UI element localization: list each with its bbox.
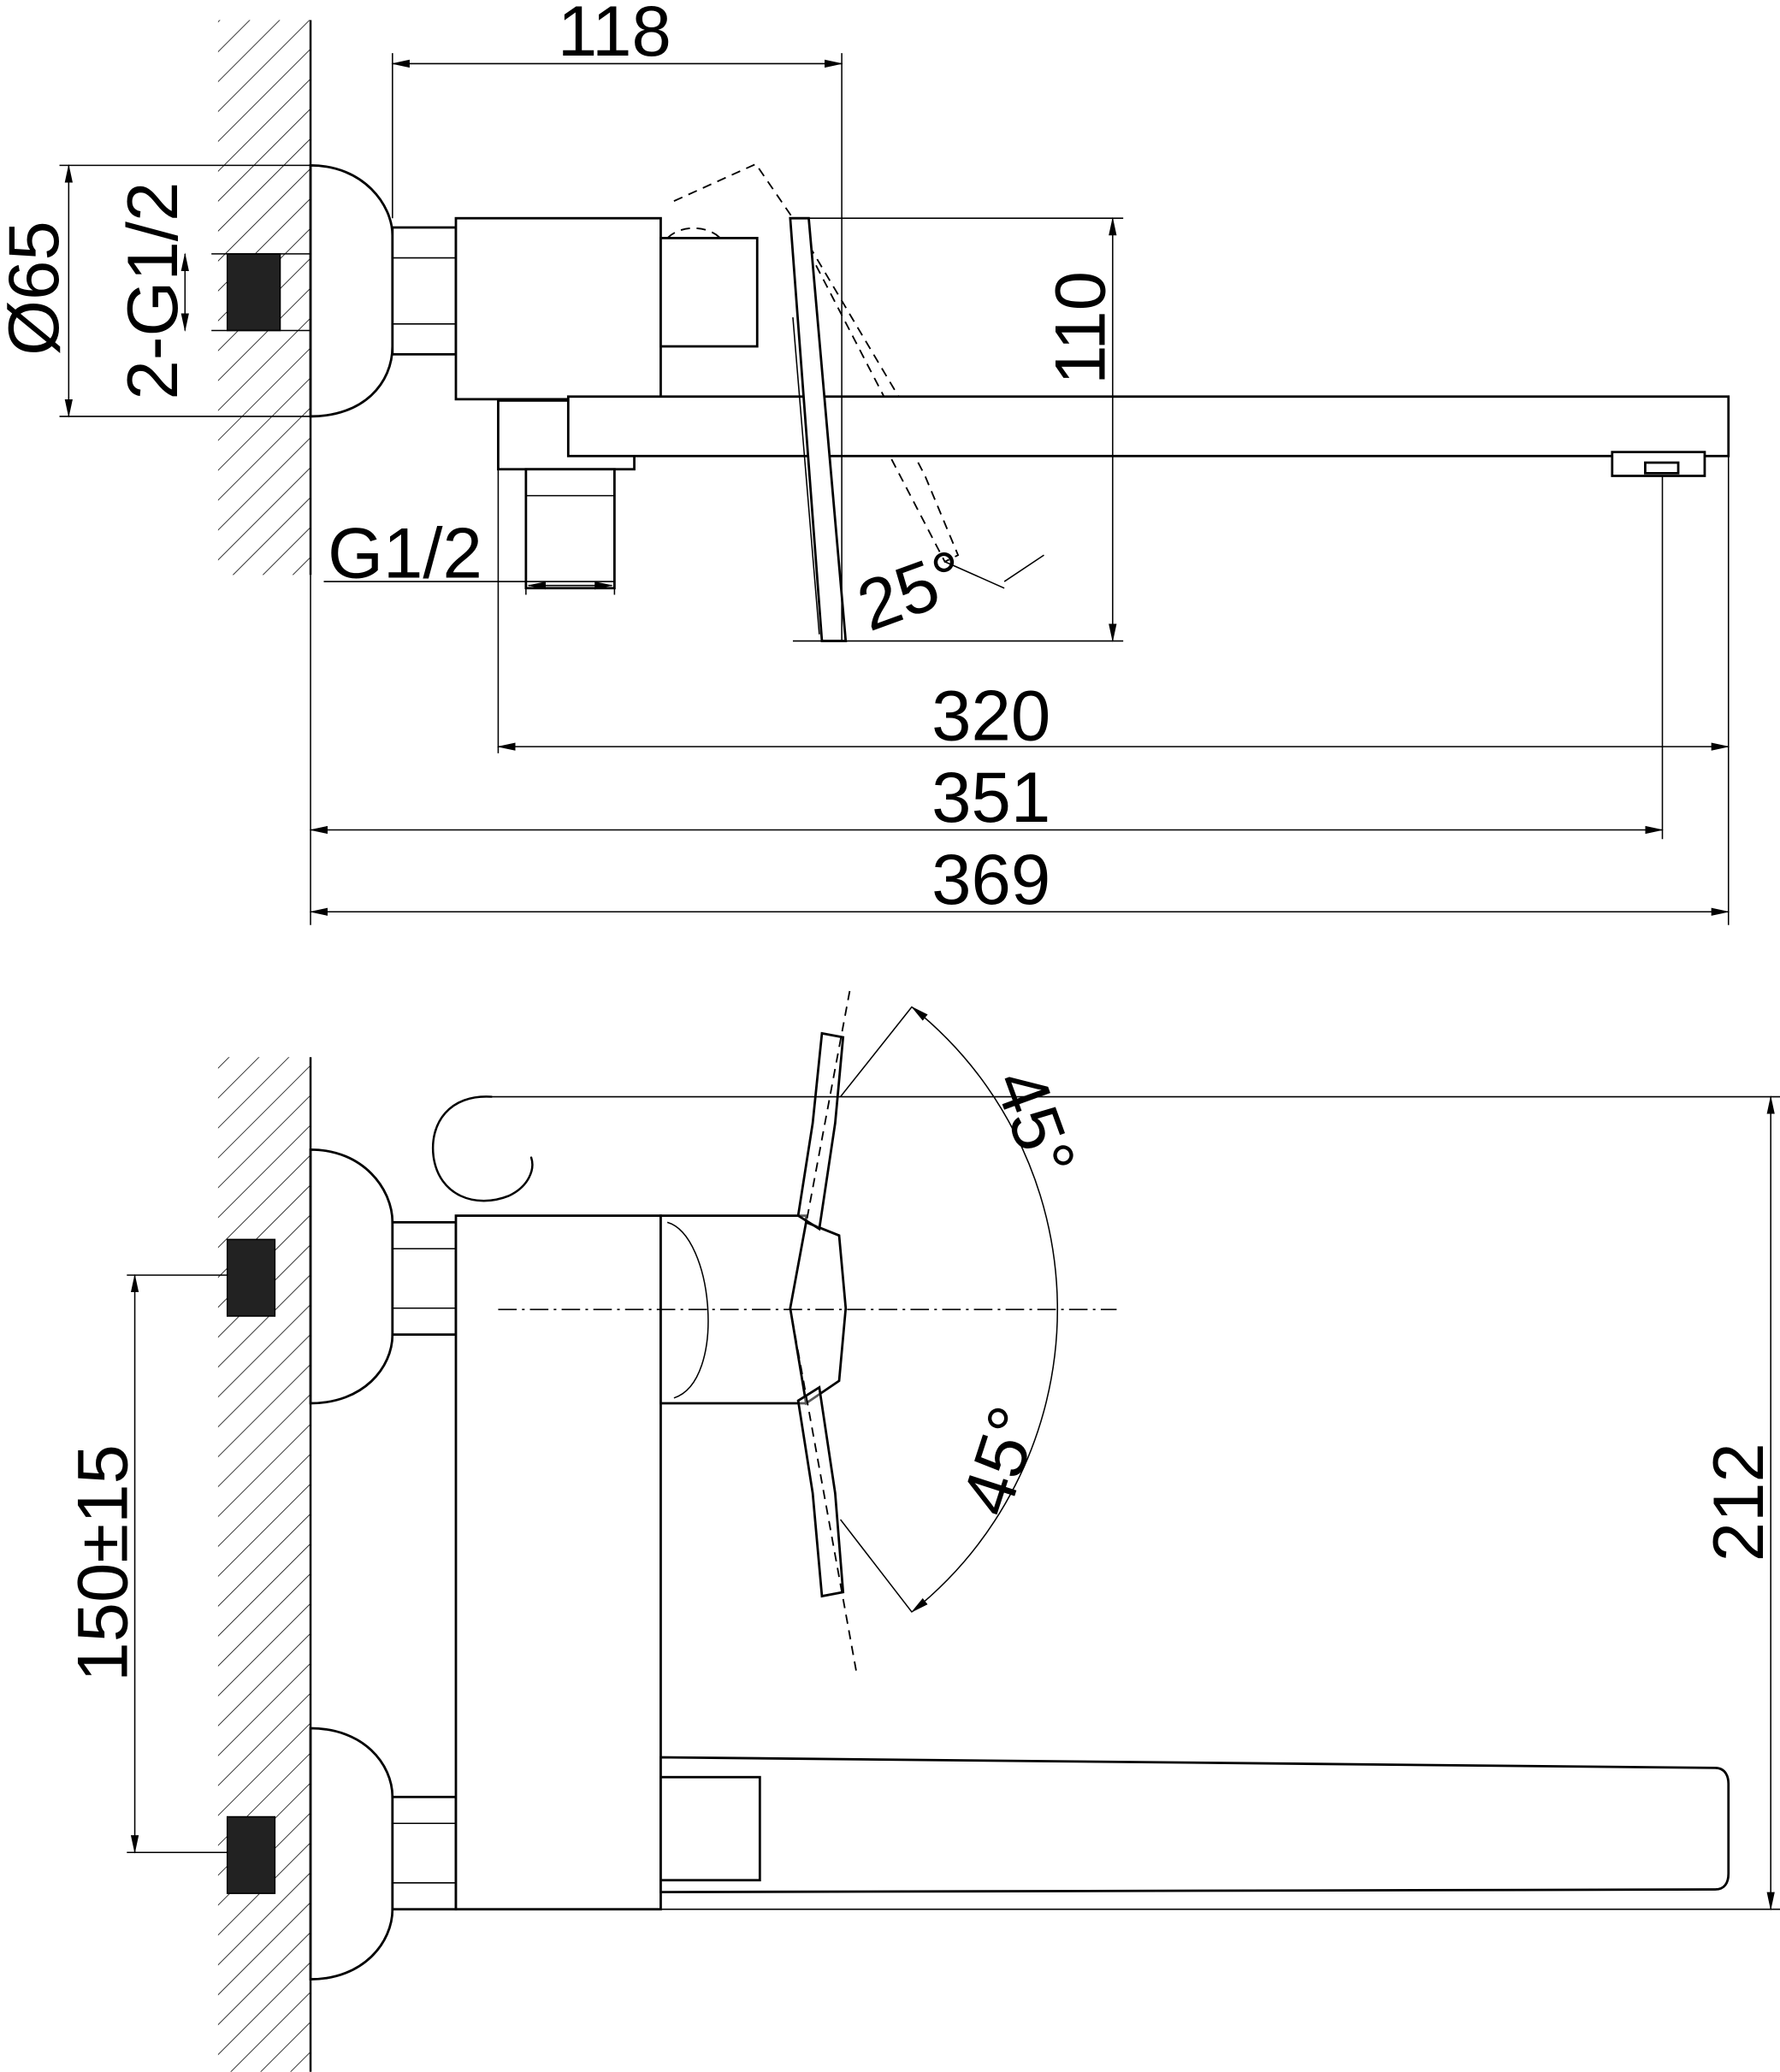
side-view: 118 Ø65 2-G1/2 110 G1/2 25° 320 351 369: [0, 0, 1730, 925]
inlet-thread: [226, 253, 281, 332]
inlet-thread-lower: [226, 1815, 276, 1894]
connector-nut-lower: [391, 1795, 458, 1911]
angle-arc: [910, 1006, 1059, 1614]
inlet-thread-upper: [226, 1238, 276, 1317]
dim-2g12-label: 2-G1/2: [112, 182, 192, 400]
mixer-body: [454, 216, 662, 401]
wall-flange: [309, 164, 394, 418]
dim-110-label: 110: [1040, 271, 1121, 385]
handle-stem: [659, 236, 759, 348]
dim-45deg-up-label: 45°: [979, 1059, 1091, 1188]
top-view: 45° 45° 150±15 212: [62, 990, 1780, 2072]
wall-flange-lower: [309, 1727, 394, 1981]
connector-nut: [391, 226, 458, 356]
spout: [566, 395, 1730, 457]
connector-nut-upper: [391, 1220, 458, 1337]
dim-351-label: 351: [931, 757, 1050, 837]
spout: [659, 1756, 1730, 1893]
dim-150-label: 150±15: [62, 1444, 142, 1682]
spout-collar: [659, 1775, 761, 1882]
dim-118-label: 118: [558, 0, 671, 71]
dim-320-label: 320: [931, 675, 1050, 755]
lever-rotated-up: [796, 1031, 845, 1231]
lever-rotated-down: [796, 1385, 845, 1598]
wall-flange-upper: [309, 1148, 394, 1405]
shower-hook: [431, 1095, 534, 1202]
dim-212-label: 212: [1698, 1443, 1778, 1561]
mixer-body: [454, 1214, 662, 1911]
aerator: [1611, 451, 1706, 477]
wall-hatch: [217, 1057, 311, 2072]
dim-45deg-down-label: 45°: [945, 1396, 1055, 1524]
outlet-connector: [524, 468, 616, 590]
dim-369-label: 369: [931, 839, 1050, 919]
dim-g12-label: G1/2: [328, 512, 482, 593]
dim-d65-label: Ø65: [0, 221, 74, 356]
